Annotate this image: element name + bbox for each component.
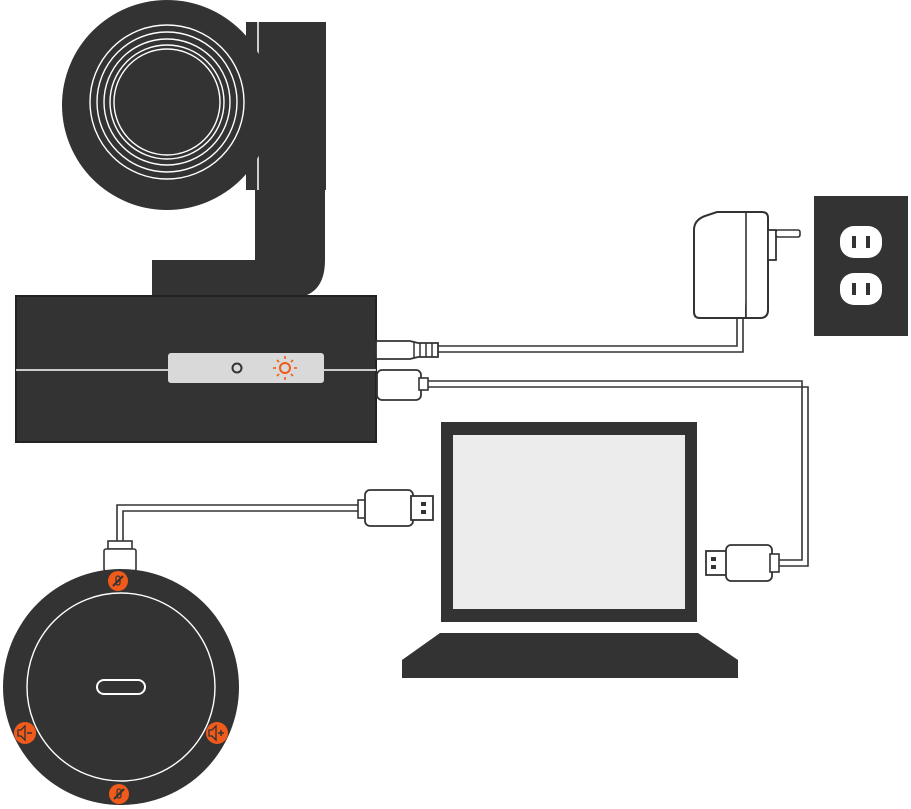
camera-lens <box>62 0 272 210</box>
speakerphone-light-bar <box>96 679 146 695</box>
volume-up-button-icon <box>206 722 228 744</box>
usb-plug-laptop-right-icon <box>705 544 780 582</box>
volume-down-button-icon <box>14 722 36 744</box>
mic-mute-button-bottom-icon <box>109 784 129 804</box>
usb-cable-speakerphone <box>116 504 360 542</box>
mic-mute-button-top-icon <box>108 571 128 591</box>
dc-plug-icon <box>375 340 439 360</box>
laptop-screen <box>453 435 685 609</box>
laptop-keyboard-base <box>402 633 738 678</box>
camera-led-panel <box>168 353 324 383</box>
camera-status-dot <box>231 362 243 374</box>
cables <box>116 318 809 567</box>
wall-outlet-icon <box>814 196 908 336</box>
camera-led-indicator-icon <box>273 356 297 380</box>
usb-cable-camera <box>426 380 809 567</box>
usb-plug-camera-icon <box>376 369 429 401</box>
usb-plug-laptop-left-icon <box>357 489 434 527</box>
power-adapter-icon <box>693 211 801 319</box>
laptop-icon <box>402 422 738 678</box>
power-cable <box>438 318 744 353</box>
speakerphone-icon <box>3 540 239 805</box>
ptz-camera-icon <box>15 0 377 443</box>
camera-mount-arm <box>152 180 325 298</box>
